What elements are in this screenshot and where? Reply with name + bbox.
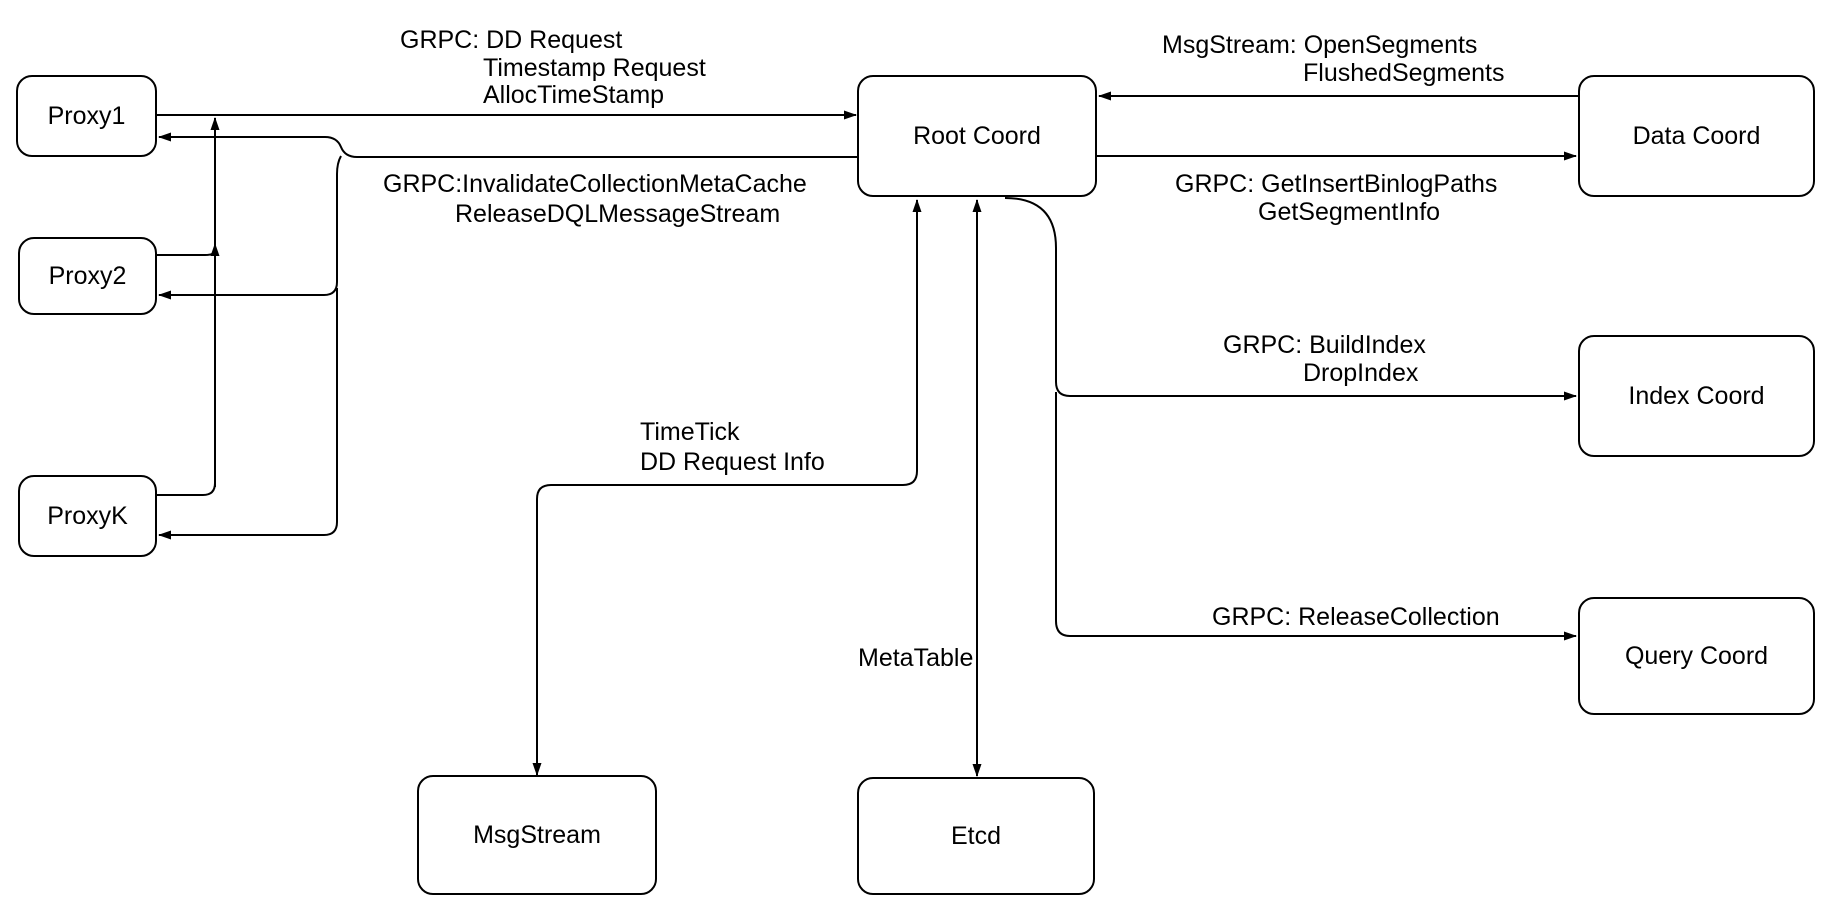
edge-label-root-to-etcd-1: MetaTable xyxy=(858,644,974,672)
node-proxyk: ProxyK xyxy=(18,475,157,557)
edge-label-root-to-proxy-2: ReleaseDQLMessageStream xyxy=(455,200,781,228)
edge-rootcoord-to-proxyk xyxy=(158,288,338,540)
edge-label-root-to-msgstream-1: TimeTick xyxy=(640,418,740,446)
node-proxy2: Proxy2 xyxy=(18,237,157,315)
node-query-coord: Query Coord xyxy=(1578,597,1815,715)
edge-label-data-to-root-1: MsgStream: OpenSegments xyxy=(1162,31,1478,59)
node-data-coord: Data Coord xyxy=(1578,75,1815,197)
edge-label-root-to-msgstream-2: DD Request Info xyxy=(640,448,825,476)
node-proxy1: Proxy1 xyxy=(16,75,157,157)
edge-rootcoord-to-proxy2 xyxy=(158,155,342,300)
node-root-coord: Root Coord xyxy=(857,75,1097,197)
edge-label-root-to-proxy-1: GRPC:InvalidateCollectionMetaCache xyxy=(383,170,807,198)
edge-label-proxy-to-root-2: Timestamp Request xyxy=(483,54,706,82)
edge-label-root-to-index-2: DropIndex xyxy=(1303,359,1419,387)
edge-rootcoord-to-querycoord xyxy=(1055,392,1577,641)
edge-rootcoord-to-indexcoord xyxy=(1004,197,1577,401)
edge-label-proxy-to-root-3: AllocTimeStamp xyxy=(483,81,665,109)
edge-label-data-to-root-2: FlushedSegments xyxy=(1303,59,1505,87)
node-index-coord: Index Coord xyxy=(1578,335,1815,457)
node-msgstream: MsgStream xyxy=(417,775,657,895)
edge-rootcoord-to-proxy1 xyxy=(158,132,857,158)
edge-proxy2-merge xyxy=(157,243,220,256)
edge-label-root-to-index-1: GRPC: BuildIndex xyxy=(1223,331,1426,359)
edge-label-proxy-to-root-1: GRPC: DD Request xyxy=(400,26,623,54)
edge-label-root-to-data-2: GetSegmentInfo xyxy=(1258,198,1441,226)
edge-label-root-to-query-1: GRPC: ReleaseCollection xyxy=(1212,603,1500,631)
edge-proxyk-merge xyxy=(157,482,216,496)
edge-rootcoord-msgstream xyxy=(532,199,922,776)
node-etcd: Etcd xyxy=(857,777,1095,895)
edge-label-root-to-data-1: GRPC: GetInsertBinlogPaths xyxy=(1175,170,1498,198)
